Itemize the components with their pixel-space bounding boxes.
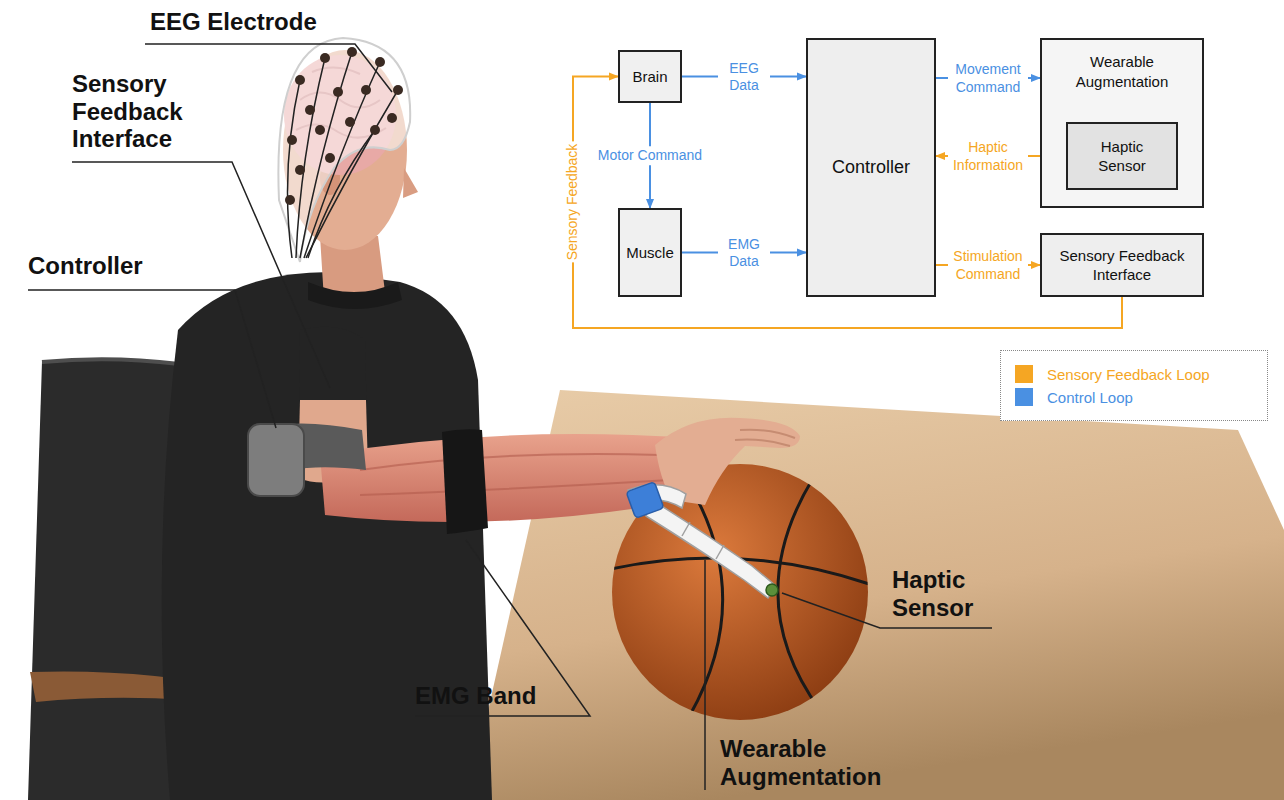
- electrode: [325, 153, 335, 163]
- callout-label: Sensory Feedback Interface: [72, 70, 222, 153]
- electrode: [295, 165, 305, 175]
- edge-label: Sensory Feedback: [563, 142, 583, 263]
- muscle-line: [360, 454, 660, 470]
- nose: [403, 168, 418, 198]
- wire: [300, 52, 352, 258]
- electrode: [285, 195, 295, 205]
- augmentation-box: Wearable AugmentationHaptic Sensor: [1040, 38, 1204, 208]
- node-label: Controller: [832, 156, 910, 179]
- node-label: Muscle: [626, 243, 674, 263]
- node-label: Haptic Sensor: [1087, 137, 1157, 176]
- electrode: [345, 117, 355, 127]
- finger-line: [740, 430, 795, 438]
- legend-label: Sensory Feedback Loop: [1047, 366, 1210, 383]
- electrode: [333, 87, 343, 97]
- callout-label: Controller: [28, 252, 143, 280]
- basketball: [612, 464, 868, 720]
- haptic-sensor-dot: [766, 584, 778, 596]
- ball-seam: [778, 480, 820, 710]
- ball-seam: [680, 470, 723, 715]
- wire: [306, 90, 398, 258]
- wire: [308, 130, 375, 258]
- edge-label: Haptic Information: [948, 138, 1028, 175]
- controller-box: Controller: [806, 38, 936, 297]
- leader-line: [415, 540, 590, 716]
- edge-label: Movement Command: [948, 60, 1028, 97]
- eeg-electrodes: [285, 47, 403, 205]
- edge-label: Motor Command: [596, 146, 704, 166]
- node-label: Sensory Feedback Interface: [1048, 246, 1196, 285]
- electrode: [370, 125, 380, 135]
- finger-line: [735, 440, 790, 446]
- robotic-finger: [646, 500, 776, 598]
- electrode: [347, 47, 357, 57]
- brain-box: Brain: [618, 50, 682, 103]
- controller-device: [248, 424, 304, 496]
- emg-band: [442, 429, 488, 534]
- ball-seams: [606, 470, 872, 715]
- edge-label: EMG Data: [718, 234, 770, 271]
- muscle-lines: [360, 454, 670, 495]
- muscle-line: [360, 480, 670, 495]
- callout-label: Haptic Sensor: [892, 566, 1002, 621]
- forearm: [320, 434, 700, 522]
- node-label: Brain: [632, 67, 667, 87]
- electrode: [393, 85, 403, 95]
- legend-label: Control Loop: [1047, 389, 1133, 406]
- actuator-cube: [626, 482, 664, 519]
- muscle-box: Muscle: [618, 208, 682, 297]
- electrode-wires: [288, 52, 399, 258]
- legend-row: Sensory Feedback Loop: [1015, 365, 1253, 383]
- torso: [162, 272, 492, 800]
- finger-lines: [735, 430, 795, 446]
- legend-swatch: [1015, 388, 1033, 406]
- legend-row: Control Loop: [1015, 388, 1253, 406]
- edge-label: EEG Data: [718, 58, 770, 95]
- joint: [716, 545, 724, 559]
- electrode: [361, 85, 371, 95]
- legend-box: Sensory Feedback LoopControl Loop: [1000, 350, 1268, 421]
- wire: [304, 62, 380, 258]
- edge-label: Stimulation Command: [948, 247, 1028, 284]
- electrode: [305, 105, 315, 115]
- electrode: [387, 113, 397, 123]
- finger-joints: [682, 522, 724, 559]
- legend-swatch: [1015, 365, 1033, 383]
- callout-label: EEG Electrode: [150, 8, 317, 36]
- callout-label: Wearable Augmentation: [720, 735, 920, 790]
- electrode: [295, 75, 305, 85]
- electrode: [287, 135, 297, 145]
- electrode: [315, 125, 325, 135]
- leader-line: [704, 560, 706, 790]
- electrode: [375, 57, 385, 67]
- interface-box: Sensory Feedback Interface: [1040, 233, 1204, 297]
- sensor-box: Haptic Sensor: [1066, 122, 1178, 190]
- leader-line: [145, 44, 392, 92]
- electrode: [320, 53, 330, 63]
- node-label: Wearable Augmentation: [1057, 52, 1187, 91]
- callout-label: EMG Band: [415, 682, 536, 710]
- joint: [682, 522, 690, 536]
- eeg-cap: [278, 38, 410, 262]
- leader-line: [28, 290, 276, 428]
- collar: [308, 282, 402, 309]
